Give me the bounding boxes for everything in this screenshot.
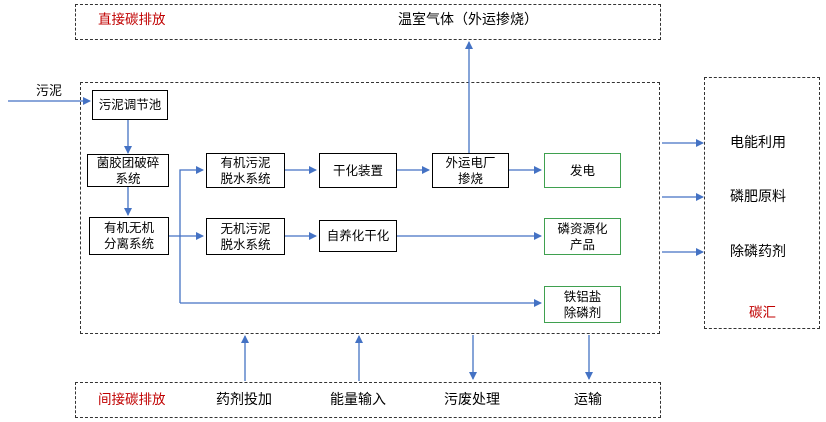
indirect-emission-label: 间接碳排放: [98, 392, 166, 408]
carbon-sink-phosphate: 磷肥原料: [730, 189, 786, 205]
sludge-input-label: 污泥: [36, 84, 63, 99]
power-plant-box: 外运电厂 掺烧: [432, 153, 509, 188]
main-process-frame: [80, 82, 660, 334]
transport-label: 运输: [574, 392, 602, 408]
direct-emission-label: 直接碳排放: [98, 12, 166, 28]
carbon-sink-electric-use: 电能利用: [730, 135, 786, 151]
separation-box: 有机无机 分离系统: [89, 217, 169, 255]
greenhouse-gas-label: 温室气体（外运掺烧）: [398, 12, 538, 28]
iron-al-salt-box: 铁铝盐 除磷剂: [544, 286, 621, 323]
inorganic-dewater-box: 无机污泥 脱水系统: [206, 218, 285, 255]
floc-break-box: 菌胶团破碎 系统: [87, 154, 169, 187]
sludge-tank-box: 污泥调节池: [92, 90, 168, 120]
organic-dewater-box: 有机污泥 脱水系统: [206, 153, 285, 188]
waste-treatment-label: 污废处理: [444, 392, 500, 408]
auto-dry-box: 自养化干化: [319, 220, 397, 252]
phosphorus-product-box: 磷资源化 产品: [544, 218, 621, 255]
indirect-emission-frame: [75, 382, 661, 418]
energy-input-label: 能量输入: [330, 392, 386, 408]
dry-device-box: 干化装置: [319, 153, 397, 188]
direct-emission-frame: [75, 4, 661, 40]
carbon-sink-frame: [704, 77, 820, 329]
carbon-sink-label: 碳汇: [749, 305, 776, 321]
power-generation-box: 发电: [544, 153, 621, 188]
chemical-dosing-label: 药剂投加: [216, 392, 272, 408]
carbon-sink-dephos-agent: 除磷药剂: [730, 244, 786, 260]
arrow-split-to-organic: [179, 166, 204, 303]
